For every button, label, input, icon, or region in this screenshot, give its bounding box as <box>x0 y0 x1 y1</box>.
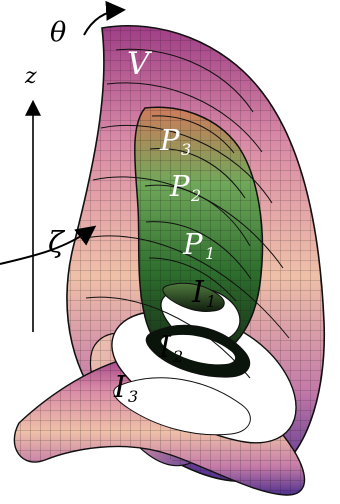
p1-label: P <box>182 227 203 261</box>
i1-subscript: 1 <box>206 292 216 311</box>
p2-label: P <box>169 169 190 203</box>
inner-surface <box>134 106 264 378</box>
i3-subscript: 3 <box>128 387 138 406</box>
i2-label: I <box>158 330 172 365</box>
i3-label: I <box>113 370 127 405</box>
i2-subscript: 2 <box>172 347 183 366</box>
i1-label: I <box>191 275 205 310</box>
diagram-labels: θ z ζ V P 3 P 2 P 1 I 1 I 2 I 3 <box>24 17 216 406</box>
outer-surface <box>13 24 326 496</box>
p3-label: P <box>159 123 180 157</box>
theta-label: θ <box>50 17 66 48</box>
p3-subscript: 3 <box>181 140 191 159</box>
zeta-label: ζ <box>48 225 66 259</box>
p1-subscript: 1 <box>205 244 215 263</box>
p2-subscript: 2 <box>190 186 201 205</box>
v-label: V <box>127 46 153 82</box>
surface-contours <box>85 48 290 379</box>
axis-and-direction-arrows <box>0 0 126 332</box>
z-label: z <box>24 64 37 89</box>
